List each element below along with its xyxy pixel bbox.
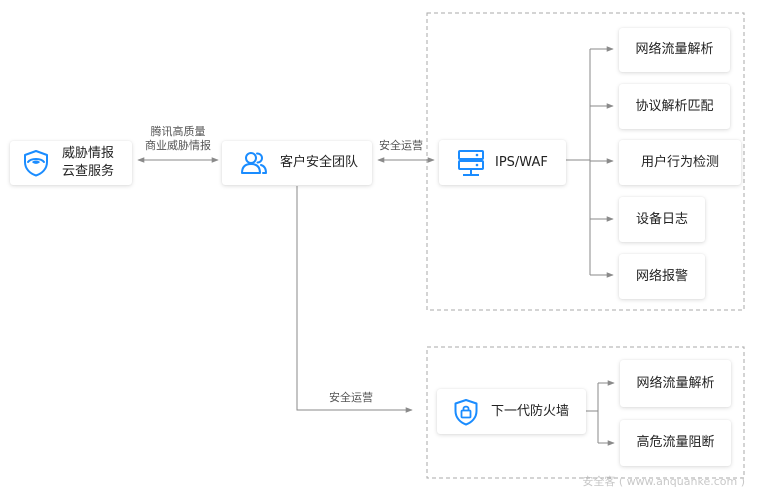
ipswaf-feature-label: 网络报警 <box>635 268 688 284</box>
edge-team-firewall <box>296 186 413 413</box>
edge-label-intel-line2: 商业威胁情报 <box>145 139 211 152</box>
ipswaf-feature-label: 协议解析匹配 <box>635 98 714 114</box>
threat-intel-node[interactable]: 威胁情报 云查服务 <box>10 141 132 185</box>
server-icon <box>457 148 485 178</box>
ipswaf-feature-label: 设备日志 <box>635 211 688 227</box>
ipswaf-feature-device-log[interactable]: 设备日志 <box>619 197 705 242</box>
ipswaf-feature-protocol-match[interactable]: 协议解析匹配 <box>619 84 730 129</box>
firewall-node[interactable]: 下一代防火墙 <box>437 389 586 434</box>
firewall-feature-network-traffic[interactable]: 网络流量解析 <box>620 360 731 407</box>
team-node[interactable]: 客户安全团队 <box>222 141 372 185</box>
ipswaf-feature-label: 网络流量解析 <box>635 42 714 57</box>
edge-label-team-ipswaf-text: 安全运营 <box>379 139 423 152</box>
edge-label-intel-line1: 腾讯高质量 <box>150 125 206 138</box>
firewall-feature-label: 网络流量解析 <box>636 375 715 391</box>
edge-label-team-firewall: 安全运营 <box>326 391 376 405</box>
users-icon <box>240 150 268 176</box>
firewall-feature-block-high-risk[interactable]: 高危流量阻断 <box>620 420 731 466</box>
edge-label-team-ipswaf: 安全运营 <box>376 139 426 153</box>
ipswaf-feature-network-traffic[interactable]: 网络流量解析 <box>619 28 730 72</box>
ipswaf-feature-label: 用户行为检测 <box>640 154 719 170</box>
ipswaf-node[interactable]: IPS/WAF <box>439 140 566 185</box>
team-label: 客户安全团队 <box>280 155 359 170</box>
firewall-label: 下一代防火墙 <box>491 403 570 419</box>
ipswaf-feature-network-alert[interactable]: 网络报警 <box>619 254 705 299</box>
shield-eye-icon <box>22 149 50 177</box>
edge-label-team-firewall-text: 安全运营 <box>329 391 373 404</box>
watermark: 安全客 ( www.anquanke.com ) <box>582 475 745 488</box>
threat-intel-label-line1: 威胁情报 <box>62 146 115 161</box>
firewall-feature-label: 高危流量阻断 <box>636 435 715 450</box>
shield-lock-icon <box>453 398 479 426</box>
ipswaf-feature-user-behavior[interactable]: 用户行为检测 <box>619 140 741 185</box>
ipswaf-label: IPS/WAF <box>495 154 548 170</box>
threat-intel-label-line2: 云查服务 <box>62 164 115 179</box>
edge-label-intel-team: 腾讯高质量 商业威胁情报 <box>138 125 218 153</box>
